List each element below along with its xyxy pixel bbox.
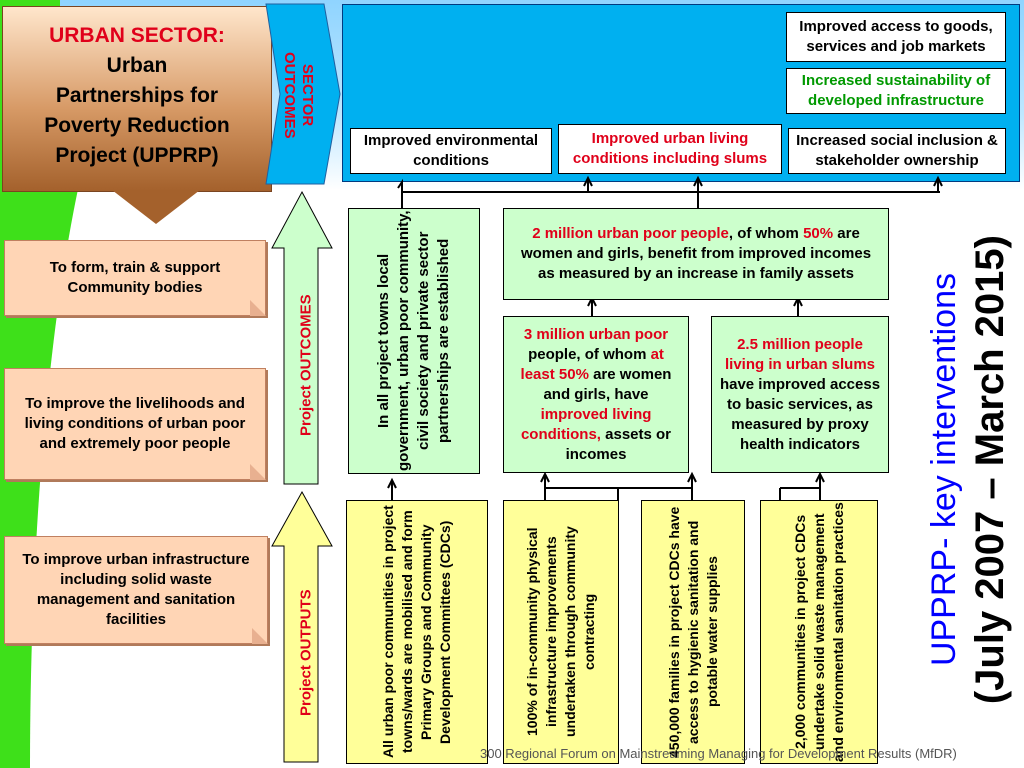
- stage-arrows: [265, 3, 341, 763]
- project-outcomes-arrow: [271, 190, 333, 485]
- side-title: (July 2007 – March 2015) UPPRP- key inte…: [912, 190, 1024, 750]
- partnership-outcome-box: In all project towns local government, u…: [348, 208, 480, 474]
- outcome-sustainability: Increased sustainability of developed in…: [786, 68, 1006, 114]
- project-title-box: URBAN SECTOR: Urban Partnerships for Pov…: [2, 6, 272, 192]
- outcome-3-million-box: 3 million urban poor people, of whom at …: [503, 316, 689, 473]
- outcome-2m-mid: , of whom: [728, 225, 804, 242]
- side-title-interventions: UPPRP- key interventions: [925, 273, 963, 667]
- outcome-inclusion: Increased social inclusion & stakeholder…: [788, 128, 1006, 174]
- output-text: All urban poor communities in project to…: [380, 505, 453, 759]
- title-line-4: Poverty Reduction: [44, 114, 230, 137]
- partnership-outcome-text: In all project towns local government, u…: [375, 210, 452, 472]
- objective-text: To improve urban infrastructure includin…: [22, 551, 250, 628]
- objective-community-bodies: To form, train & support Community bodie…: [4, 240, 266, 316]
- objective-text: To form, train & support Community bodie…: [49, 259, 221, 296]
- outcome-2-5-million-box: 2.5 million people living in urban slums…: [711, 316, 889, 473]
- outcome-2-million-box: 2 million urban poor people, of whom 50%…: [503, 208, 889, 300]
- objective-infrastructure: To improve urban infrastructure includin…: [4, 536, 268, 644]
- outcome-3m-highlight-1: 3 million urban poor: [523, 325, 669, 343]
- footer-text: 300 Regional Forum on Mainstreaming Mana…: [480, 746, 957, 761]
- sector-outcomes-label: SECTOR OUTCOMES: [281, 51, 316, 139]
- output-sanitation-water: 450,000 families in project CDCs have ac…: [641, 500, 745, 764]
- output-community-contracting: 100% of in-community physical infrastruc…: [503, 500, 619, 764]
- outcome-2m-rest: are women and girls, benefit from improv…: [520, 225, 872, 282]
- output-text: 2,000 communities in project CDCs undert…: [791, 502, 846, 762]
- outcome-3m-highlight-3: improved living conditions,: [520, 405, 652, 443]
- outcome-3m-highlight-2: at least 50%: [520, 345, 664, 383]
- title-pointer: [112, 190, 200, 224]
- outcome-2-5m-highlight: 2.5 million people living in urban slums: [724, 335, 876, 373]
- outcome-2-5m-rest: have improved access to basic services, …: [719, 375, 881, 453]
- outcome-goods-access: Improved access to goods, services and j…: [786, 12, 1006, 62]
- title-line-5: Project (UPPRP): [55, 144, 219, 167]
- output-text: 100% of in-community physical infrastruc…: [524, 526, 597, 738]
- outcome-2m-highlight-2: 50%: [803, 225, 834, 242]
- title-line-2: Urban: [106, 54, 168, 77]
- outcome-2m-highlight-1: 2 million urban poor people: [532, 225, 729, 242]
- outcome-3m-mid-1: people, of whom: [528, 345, 651, 363]
- side-title-dates: (July 2007 – March 2015): [968, 235, 1012, 705]
- output-solid-waste: 2,000 communities in project CDCs undert…: [760, 500, 878, 764]
- output-text: 450,000 families in project CDCs have ac…: [665, 506, 720, 758]
- project-outputs-arrow: [271, 490, 333, 763]
- outcome-3m-mid-2: are women and girls, have: [543, 365, 672, 403]
- objective-livelihoods: To improve the livelihoods and living co…: [4, 368, 266, 480]
- project-outcomes-label: Project OUTCOMES: [297, 294, 315, 436]
- outcome-3m-rest: assets or incomes: [565, 425, 672, 463]
- title-line-3: Partnerships for: [55, 84, 219, 107]
- outcome-environment: Improved environmental conditions: [350, 128, 552, 174]
- output-community-mobilisation: All urban poor communities in project to…: [346, 500, 488, 764]
- objective-text: To improve the livelihoods and living co…: [24, 395, 246, 452]
- sector-outcomes-arrow: [265, 3, 341, 185]
- connector-lines: [387, 175, 943, 500]
- outcome-living-conditions: Improved urban living conditions includi…: [558, 124, 782, 174]
- project-outputs-label: Project OUTPUTS: [297, 589, 315, 717]
- title-sector: URBAN SECTOR:: [49, 24, 225, 47]
